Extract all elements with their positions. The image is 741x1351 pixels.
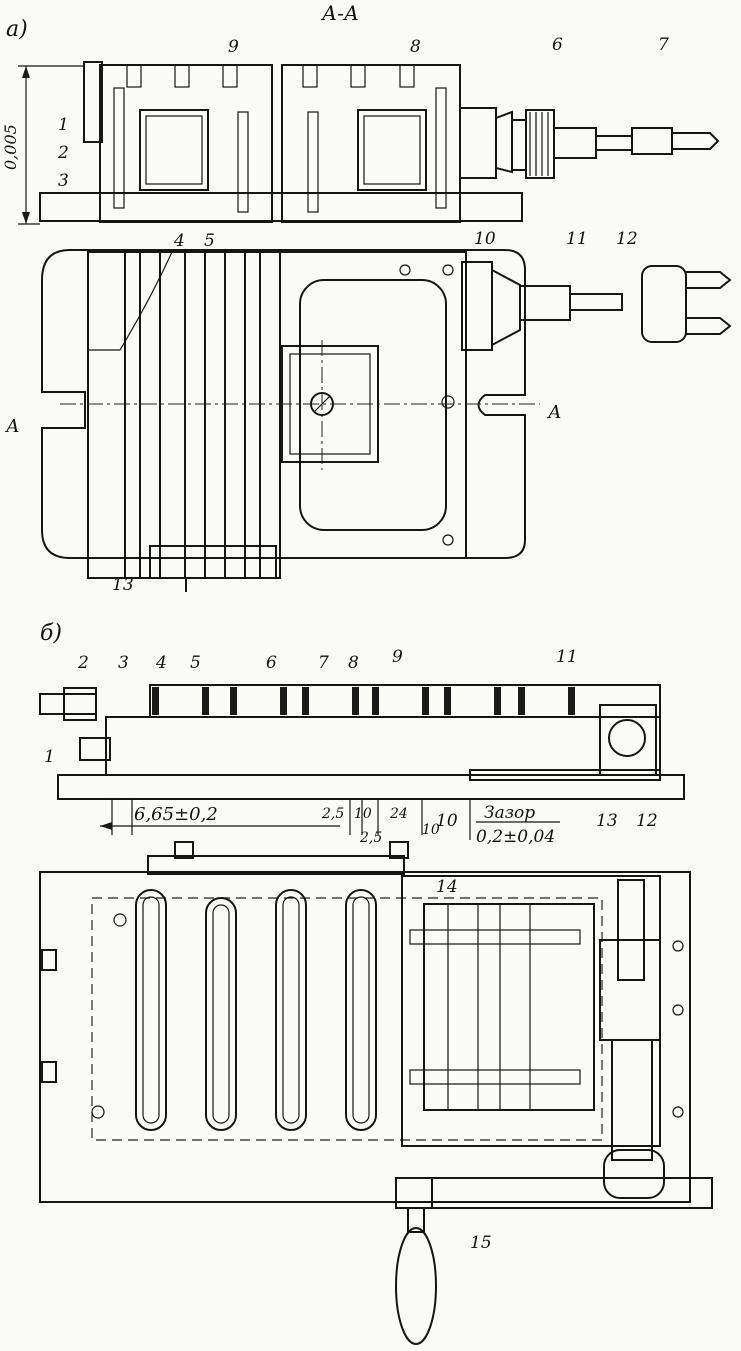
callout-b-6: 6 bbox=[266, 653, 277, 673]
fig-b-dimensions: 6,65±0,2 2,5 10 24 10 2,5 Зазор 0,2±0,04 bbox=[134, 803, 555, 847]
callout-a-7: 7 bbox=[658, 35, 669, 55]
b-eccentric-housing bbox=[599, 704, 657, 776]
callout-b-5: 5 bbox=[190, 653, 201, 673]
callout-a-12: 12 bbox=[616, 229, 638, 249]
b-eccentric bbox=[608, 719, 646, 757]
section-mark-left: А bbox=[4, 416, 20, 437]
b-cutaway bbox=[401, 875, 661, 1147]
plan-cavity bbox=[299, 279, 447, 531]
clamp-bar bbox=[83, 61, 103, 143]
connector-housing bbox=[459, 107, 497, 179]
panel-label-b: б) bbox=[40, 621, 62, 646]
callout-b-4: 4 bbox=[155, 653, 167, 673]
callout-a-8: 8 bbox=[410, 37, 421, 57]
callout-b-7: 7 bbox=[318, 653, 329, 673]
callout-b-8: 8 bbox=[348, 653, 359, 673]
gap-label: Зазор bbox=[484, 803, 535, 823]
b-nut bbox=[79, 737, 111, 761]
dim-b-2: 2,5 bbox=[321, 806, 344, 822]
knurl-lines bbox=[529, 112, 549, 176]
plate-corner-cut bbox=[87, 251, 173, 351]
bolts bbox=[113, 87, 447, 213]
b-slide bbox=[469, 769, 661, 781]
end-stop bbox=[149, 545, 277, 579]
callout-a-11: 11 bbox=[566, 229, 588, 249]
cable-gland bbox=[553, 127, 597, 159]
b-shaft bbox=[617, 879, 645, 981]
fig-a-callouts: 1 2 3 4 5 6 7 8 9 10 11 12 13 bbox=[57, 35, 669, 595]
b-slots bbox=[135, 889, 377, 1131]
b-plan-outline bbox=[39, 871, 691, 1203]
callout-a-1: 1 bbox=[58, 115, 69, 135]
dim-b-4: 24 bbox=[389, 806, 408, 822]
callout-b-15: 15 bbox=[470, 1233, 492, 1253]
pole-plate-lines bbox=[124, 252, 261, 578]
callout-b-2: 2 bbox=[77, 653, 89, 673]
callout-b-10: 10 bbox=[436, 811, 458, 831]
coil-right bbox=[363, 115, 421, 185]
b-knob bbox=[603, 1149, 665, 1199]
b-body bbox=[105, 716, 661, 776]
b-base bbox=[57, 774, 685, 800]
plug-pin bbox=[672, 132, 720, 150]
dim-b-6: 2,5 bbox=[359, 830, 382, 846]
plan-plug bbox=[641, 265, 687, 343]
panel-label-a: а) bbox=[6, 17, 28, 42]
callout-b-11: 11 bbox=[556, 647, 578, 667]
fig-b-callouts: 1 2 3 4 5 6 7 8 9 10 11 12 13 14 15 bbox=[44, 647, 658, 1253]
coil-right-frame bbox=[357, 109, 427, 191]
callout-a-6: 6 bbox=[552, 35, 563, 55]
dim-b-3: 10 bbox=[354, 806, 372, 822]
chuck-body-left bbox=[99, 64, 273, 223]
plug bbox=[631, 127, 673, 155]
coil-left-frame bbox=[139, 109, 209, 191]
b-top-plate bbox=[149, 684, 661, 718]
dim-b-1: 6,65±0,2 bbox=[134, 804, 218, 825]
callout-b-3: 3 bbox=[118, 653, 129, 673]
callout-a-10: 10 bbox=[474, 229, 496, 249]
fig-b-plan-view bbox=[39, 841, 691, 1203]
b-top-strip bbox=[147, 855, 405, 875]
b-screw-head bbox=[63, 687, 97, 721]
callout-a-3: 3 bbox=[58, 171, 69, 191]
cable bbox=[595, 135, 633, 151]
plan-housing bbox=[279, 251, 467, 559]
b-screw bbox=[39, 693, 97, 715]
section-mark-right: А bbox=[546, 402, 562, 423]
b-hidden-outline bbox=[91, 897, 603, 1141]
fig-a-plan-view bbox=[41, 249, 732, 592]
gap-value: 0,2±0,04 bbox=[476, 827, 555, 847]
handle-grip bbox=[395, 1227, 437, 1345]
dim-b-5: 10 bbox=[422, 822, 440, 838]
callout-a-13: 13 bbox=[112, 575, 134, 595]
plan-outline bbox=[41, 249, 526, 559]
connector-neck bbox=[511, 119, 527, 171]
plan-cable bbox=[569, 293, 623, 311]
callout-a-5: 5 bbox=[204, 231, 215, 251]
fig-b-side-view bbox=[39, 684, 685, 840]
pole-slots bbox=[126, 64, 415, 88]
callout-b-1: 1 bbox=[44, 747, 55, 767]
connector-flange bbox=[495, 110, 513, 174]
fig-a-section-view bbox=[18, 61, 720, 225]
fig-b-handle bbox=[395, 1177, 713, 1345]
b-insulation-strips bbox=[152, 687, 575, 715]
section-title: А-А bbox=[320, 1, 359, 25]
b-cam-block bbox=[599, 939, 661, 1041]
callout-a-2: 2 bbox=[57, 143, 69, 163]
chuck-body-right bbox=[281, 64, 461, 223]
dim-height-value: 0,005 bbox=[1, 124, 20, 170]
callout-b-14: 14 bbox=[436, 877, 458, 897]
callout-b-9: 9 bbox=[392, 647, 403, 667]
coil-left bbox=[145, 115, 203, 185]
plan-gland bbox=[519, 285, 571, 321]
b-shaft-lower bbox=[611, 1039, 653, 1161]
callout-b-13: 13 bbox=[596, 811, 618, 831]
callout-a-4: 4 bbox=[173, 231, 185, 251]
callout-b-12: 12 bbox=[636, 811, 658, 831]
callout-a-9: 9 bbox=[228, 37, 239, 57]
